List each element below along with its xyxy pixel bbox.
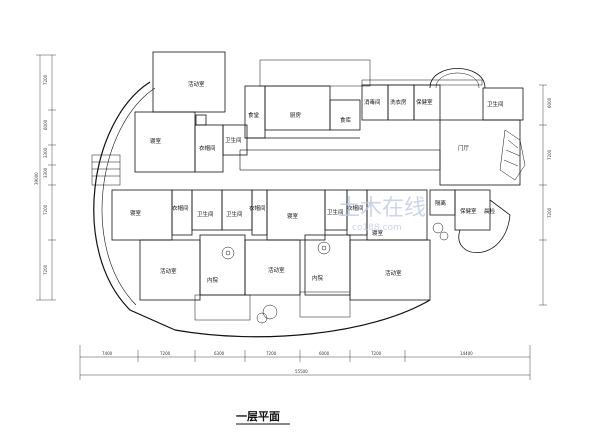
room-neiyuan1 [199, 234, 246, 296]
west-curved-wall-inner [101, 87, 156, 306]
dim-bottom-4: 6000 [319, 351, 330, 356]
label-weisheng-mid1: 卫生间 [197, 210, 214, 218]
label-yimao-mid1: 衣帽间 [172, 204, 189, 212]
dim-left-1: 6000 [43, 119, 48, 130]
dim-left-0: 7200 [43, 74, 48, 85]
label-xiyi: 洗衣房 [390, 98, 407, 106]
label-qinshi-mid-left: 寝室 [130, 209, 142, 217]
tree-icon [221, 222, 449, 324]
room-huodong-b3 [349, 239, 431, 301]
label-huodong-b1: 活动室 [160, 267, 177, 275]
label-weisheng-mid3: 卫生间 [327, 208, 344, 216]
south-curved-wall [174, 299, 431, 338]
room-weisheng-mid2 [221, 189, 253, 231]
label-neiyuan1: 内院 [207, 276, 219, 284]
watermark-url: co188.com [352, 223, 402, 233]
room-shicang [244, 85, 266, 139]
room-huodong-b2 [244, 239, 301, 296]
dim-right-0: 6000 [547, 97, 552, 108]
right-dimension-chain [539, 84, 547, 306]
label-weisheng-right: 卫生间 [487, 100, 504, 108]
label-menting: 门厅 [458, 144, 470, 152]
label-xiaodu: 消毒间 [364, 98, 381, 106]
label-huodong-top: 活动室 [188, 80, 205, 88]
label-yimao-top: 衣帽间 [199, 144, 216, 152]
label-yimao-mid2: 衣帽间 [249, 204, 266, 212]
room-qinshi-left [134, 111, 196, 173]
label-chufang: 厨房 [290, 111, 302, 119]
room-weisheng-top [222, 124, 248, 156]
room-weisheng-mid1 [191, 189, 223, 231]
left-dimension-chain [36, 54, 56, 301]
label-baojian-bottom: 保健室 [460, 207, 477, 215]
dim-left-5: 7200 [43, 264, 48, 275]
room-yimao-mid1 [171, 189, 193, 236]
room-chufang [264, 85, 331, 131]
dim-left-2: 3300 [43, 147, 48, 158]
room-neiyuan2 [304, 234, 351, 296]
dim-right-1: 7200 [547, 149, 552, 160]
bottom-dimension-chain [79, 345, 531, 380]
bay-window-top [429, 68, 486, 89]
dim-bottom-3: 7200 [266, 351, 277, 356]
dim-left-3: 3300 [43, 167, 48, 178]
stair-left [91, 154, 121, 186]
label-shicang: 食堂 [248, 111, 260, 119]
dim-bottom-6: 14400 [460, 351, 473, 356]
label-baojian-top: 保健室 [416, 98, 433, 106]
dim-bottom-1: 7200 [160, 351, 171, 356]
label-weisheng-mid2: 卫生间 [226, 210, 243, 218]
room-yimao-mid2 [251, 189, 268, 236]
dim-bottom-total: 55500 [295, 369, 308, 374]
dim-bottom-5: 7200 [371, 351, 382, 356]
label-qinshi-mid: 寝室 [287, 212, 299, 220]
dim-left-4: 7200 [43, 204, 48, 215]
label-neiyuan2: 内院 [312, 274, 324, 282]
label-yimao-mid3: 衣帽间 [347, 204, 364, 212]
drawing-title: 一层平面 [236, 410, 280, 423]
stair-right [499, 129, 526, 181]
dim-left-total: 39000 [34, 172, 39, 185]
label-weisheng-top: 卫生间 [225, 136, 242, 144]
label-chenjian: 晨检 [484, 207, 496, 215]
room-shiku [329, 99, 361, 131]
dim-right-2: 7200 [547, 207, 552, 218]
label-shiku: 食库 [340, 116, 352, 124]
label-huodong-b3: 活动室 [385, 269, 402, 277]
room-qinshi-mid-left [111, 189, 173, 241]
label-qinshi-right: 寝室 [372, 229, 384, 237]
corridor [239, 149, 441, 171]
label-qinshi-left: 寝室 [150, 137, 162, 145]
watermark-text: 土木在线 [338, 196, 426, 221]
dim-bottom-2: 6300 [214, 351, 225, 356]
room-baojian-bottom [454, 189, 491, 231]
west-curved-wall [93, 81, 176, 331]
dim-bottom-0: 7400 [102, 351, 113, 356]
label-huodong-b2: 活动室 [268, 266, 285, 274]
label-geli: 隔离 [435, 199, 447, 207]
bay-window-bottom [458, 199, 511, 253]
